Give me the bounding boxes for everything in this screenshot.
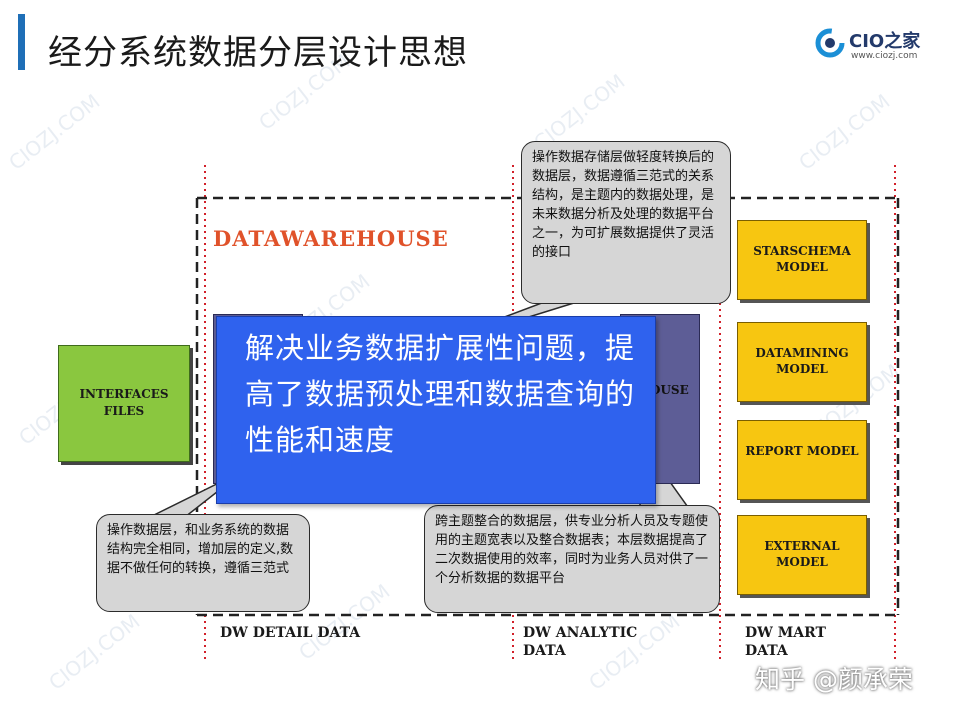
- mart-box: EXTERNAL MODEL: [737, 515, 867, 595]
- highlight-overlay-text: 解决业务数据扩展性问题，提高了数据预处理和数据查询的性能和速度: [245, 331, 636, 457]
- mart-box-label: STARSCHEMA MODEL: [753, 244, 851, 274]
- analytic-layer-label: OUSE: [650, 383, 689, 397]
- interfaces-files-label: INTERFACES FILES: [79, 387, 169, 418]
- interfaces-files-box: INTERFACES FILES: [58, 345, 190, 462]
- callout-detail-layer: 操作数据层，和业务系统的数据结构完全相同，增加层的定义,数据不做任何的转换，遵循…: [96, 514, 310, 612]
- logo-icon: [815, 28, 845, 58]
- label-mart-data: DW MART DATA: [745, 625, 826, 659]
- logo-text: CIO之家: [849, 31, 921, 52]
- source-watermark: 知乎 @颜承荣: [755, 665, 913, 694]
- callout-analytic-layer: 跨主题整合的数据层，供专业分析人员及专题使用的主题宽表以及整合数据表；本层数据提…: [424, 505, 720, 613]
- highlight-overlay: 解决业务数据扩展性问题，提高了数据预处理和数据查询的性能和速度: [216, 316, 656, 504]
- mart-box: STARSCHEMA MODEL: [737, 220, 867, 300]
- mart-box-label: EXTERNAL MODEL: [764, 539, 840, 569]
- warehouse-title: DATAWAREHOUSE: [213, 226, 449, 251]
- title-accent-bar: [18, 14, 25, 70]
- logo-url: www.ciozj.com: [851, 51, 918, 61]
- mart-box: REPORT MODEL: [737, 420, 867, 500]
- mart-box-label: DATAMINING MODEL: [755, 346, 849, 376]
- logo: CIO之家 www.ciozj.com: [815, 26, 935, 66]
- mart-box-label: REPORT MODEL: [745, 444, 859, 458]
- mart-box: DATAMINING MODEL: [737, 322, 867, 402]
- page-title: 经分系统数据分层设计思想: [48, 33, 468, 73]
- label-analytic-data: DW ANALYTIC DATA: [523, 625, 638, 659]
- label-detail-data: DW DETAIL DATA: [220, 625, 361, 641]
- callout-ods-layer: 操作数据存储层做轻度转换后的数据层，数据遵循三范式的关系结构，是主题内的数据处理…: [521, 141, 731, 304]
